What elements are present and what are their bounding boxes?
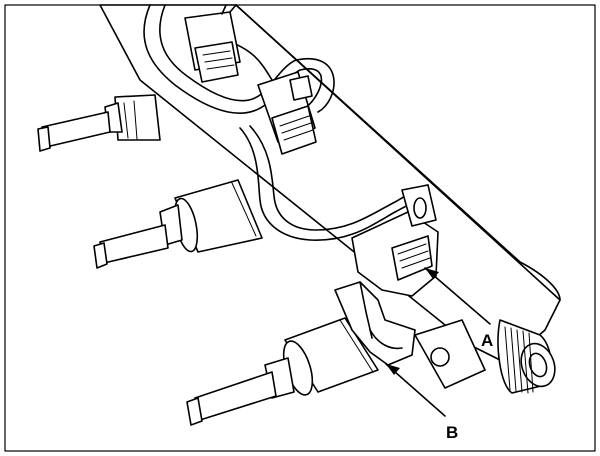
connector-icon-upper bbox=[184, 4, 241, 83]
callout-b-leader bbox=[385, 363, 446, 417]
rail-end-fitting bbox=[497, 319, 556, 394]
callout-label-a: A bbox=[481, 331, 493, 350]
connector-icon-middle bbox=[257, 71, 317, 155]
callout-a-leader bbox=[424, 267, 491, 325]
injector-icon-middle bbox=[93, 179, 263, 269]
diagram-frame bbox=[4, 4, 596, 452]
mounting-boss bbox=[414, 319, 486, 389]
injector-icon-upper bbox=[37, 94, 161, 152]
retaining-clip-icon bbox=[334, 281, 416, 366]
connector-icon-lower bbox=[351, 184, 439, 297]
callout-label-b: B bbox=[446, 423, 458, 442]
injector-icon-lower bbox=[186, 317, 379, 426]
